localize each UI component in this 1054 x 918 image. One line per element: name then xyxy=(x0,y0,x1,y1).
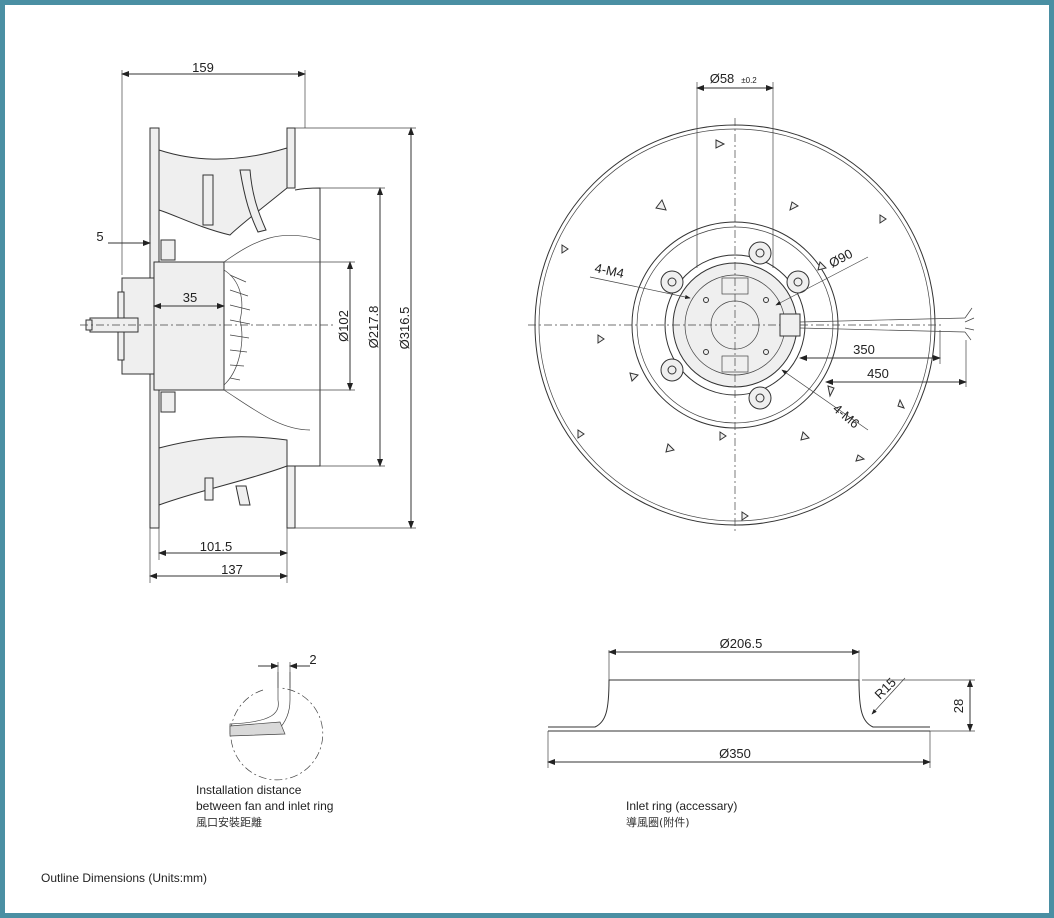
dim-radius: R15 xyxy=(872,675,899,702)
front-view: Ø58 ±0.2 4-M4 Ø90 4-M6 350 450 xyxy=(528,71,975,532)
dim-d1: Ø102 xyxy=(336,310,351,342)
inlet-ring-view: Ø206.5 R15 28 Ø350 Inlet ring (accessary… xyxy=(547,636,975,829)
dim-hub: 35 xyxy=(183,290,197,305)
dim-shaft-tol: ±0.2 xyxy=(741,76,757,85)
inlet-flange-bottom xyxy=(286,465,296,529)
dim-cable1: 350 xyxy=(853,342,875,357)
dim-pcd: Ø90 xyxy=(826,246,855,271)
installation-detail: 2 Installation distance between fan and … xyxy=(196,652,333,829)
detail-caption-1: Installation distance xyxy=(196,783,302,797)
detail-caption-2: between fan and inlet ring xyxy=(196,799,333,813)
footer-caption: Outline Dimensions (Units:mm) xyxy=(41,871,207,885)
dim-depth1: 101.5 xyxy=(200,539,233,554)
dim-cable2: 450 xyxy=(867,366,889,381)
side-view: 159 5 35 Ø102 Ø217.8 Ø316.5 101.5 137 xyxy=(80,60,416,583)
dim-height: 28 xyxy=(951,699,966,713)
dim-d3: Ø316.5 xyxy=(397,307,412,350)
detail-caption-cn: 風口安裝距離 xyxy=(196,815,262,829)
dim-top: Ø206.5 xyxy=(720,636,763,651)
dim-shaft: Ø58 xyxy=(710,71,735,86)
motor-body xyxy=(153,261,225,391)
inlet-flange-top xyxy=(286,127,296,189)
inlet-caption-cn: 導風圈(附件) xyxy=(626,815,690,829)
inlet-caption: Inlet ring (accessary) xyxy=(626,799,737,813)
dim-offset: 5 xyxy=(96,229,103,244)
label-m6: 4-M6 xyxy=(830,401,862,432)
dim-depth2: 137 xyxy=(221,562,243,577)
dim-gap: 2 xyxy=(309,652,316,667)
dim-d2: Ø217.8 xyxy=(366,306,381,349)
dim-width: 159 xyxy=(192,60,214,75)
dim-bottom: Ø350 xyxy=(719,746,751,761)
label-m4: 4-M4 xyxy=(593,260,625,281)
